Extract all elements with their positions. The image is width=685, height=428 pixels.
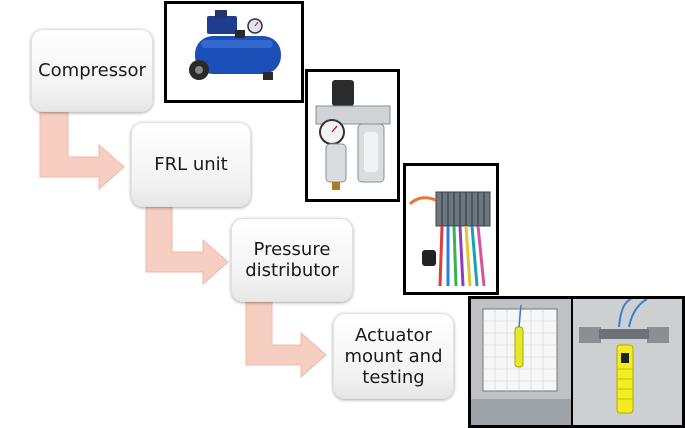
- frl-unit-photo: [305, 69, 400, 202]
- step-compressor-label: Compressor: [38, 60, 146, 81]
- compressor-photo: [164, 1, 304, 103]
- actuator-test-photo: [468, 296, 685, 428]
- step-pressure-distributor-label: Pressure distributor: [245, 239, 339, 281]
- step-frl-unit: FRL unit: [131, 122, 251, 207]
- step-compressor: Compressor: [31, 29, 153, 112]
- flow-arrow-2: [145, 206, 229, 286]
- compressor-icon: [189, 10, 281, 80]
- pressure-distributor-icon: [408, 191, 491, 287]
- actuator-test-icon: [471, 299, 682, 425]
- step-actuator-mount: Actuator mount and testing: [333, 313, 454, 399]
- pressure-distributor-photo: [403, 163, 499, 295]
- step-pressure-distributor: Pressure distributor: [231, 218, 353, 302]
- flow-arrow-1: [39, 111, 125, 191]
- frl-unit-icon: [315, 80, 391, 190]
- step-actuator-mount-label: Actuator mount and testing: [344, 324, 443, 388]
- step-frl-unit-label: FRL unit: [154, 154, 228, 175]
- flow-arrow-3: [245, 301, 327, 379]
